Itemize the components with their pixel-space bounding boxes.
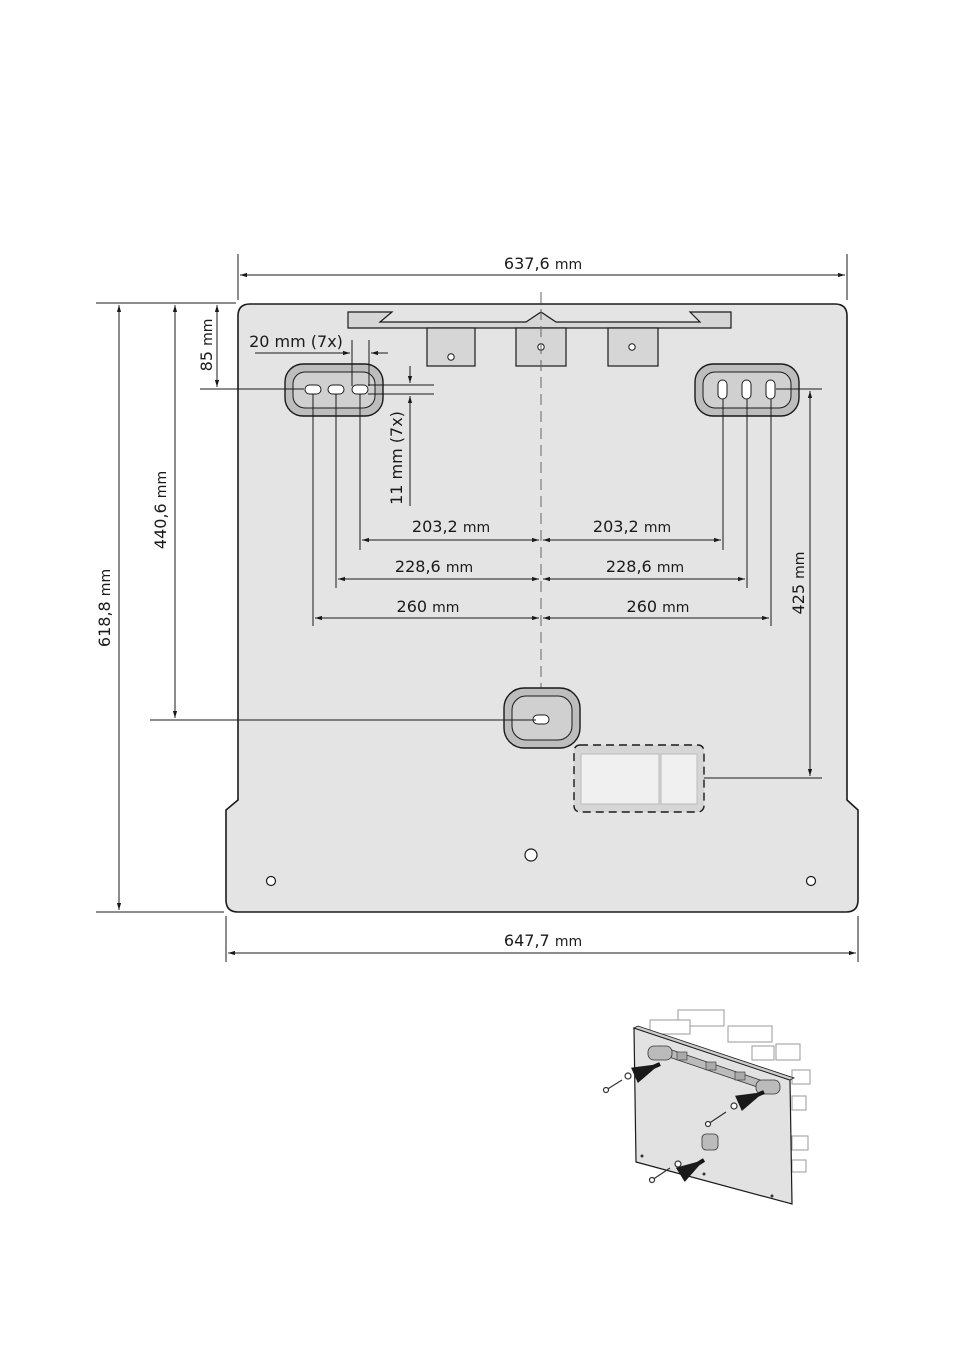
dim-top-offset: 85 mm (197, 319, 216, 372)
right-slot-group (694, 363, 800, 417)
dim-slot-height: 11 mm (7x) (387, 411, 406, 505)
dim-pitch-inner-right: 203,2 mm (593, 517, 671, 536)
left-slot-group (284, 363, 384, 417)
bottom-hole-center (524, 848, 538, 862)
dim-pitch-middle-left: 228,6 mm (395, 557, 473, 576)
dim-top-width: 637,6 mm (504, 254, 582, 273)
dim-pitch-inner-left: 203,2 mm (412, 517, 490, 536)
dim-pitch-outer-left: 260 mm (397, 597, 460, 616)
dim-pitch-outer-right: 260 mm (627, 597, 690, 616)
bottom-hole-left (265, 875, 277, 887)
wall-mounting-icon (602, 1009, 811, 1205)
dim-left-height: 618,8 mm (95, 569, 114, 647)
dim-bottom-width: 647,7 mm (504, 931, 582, 950)
top-bracket (347, 311, 732, 329)
dim-inner-height: 440,6 mm (151, 471, 170, 549)
center-slot (503, 687, 581, 749)
dim-slot-width: 20 mm (7x) (249, 332, 343, 351)
dim-right-height: 425 mm (789, 552, 808, 615)
label-area (573, 744, 705, 813)
dim-pitch-middle-right: 228,6 mm (606, 557, 684, 576)
bottom-hole-right (805, 875, 817, 887)
